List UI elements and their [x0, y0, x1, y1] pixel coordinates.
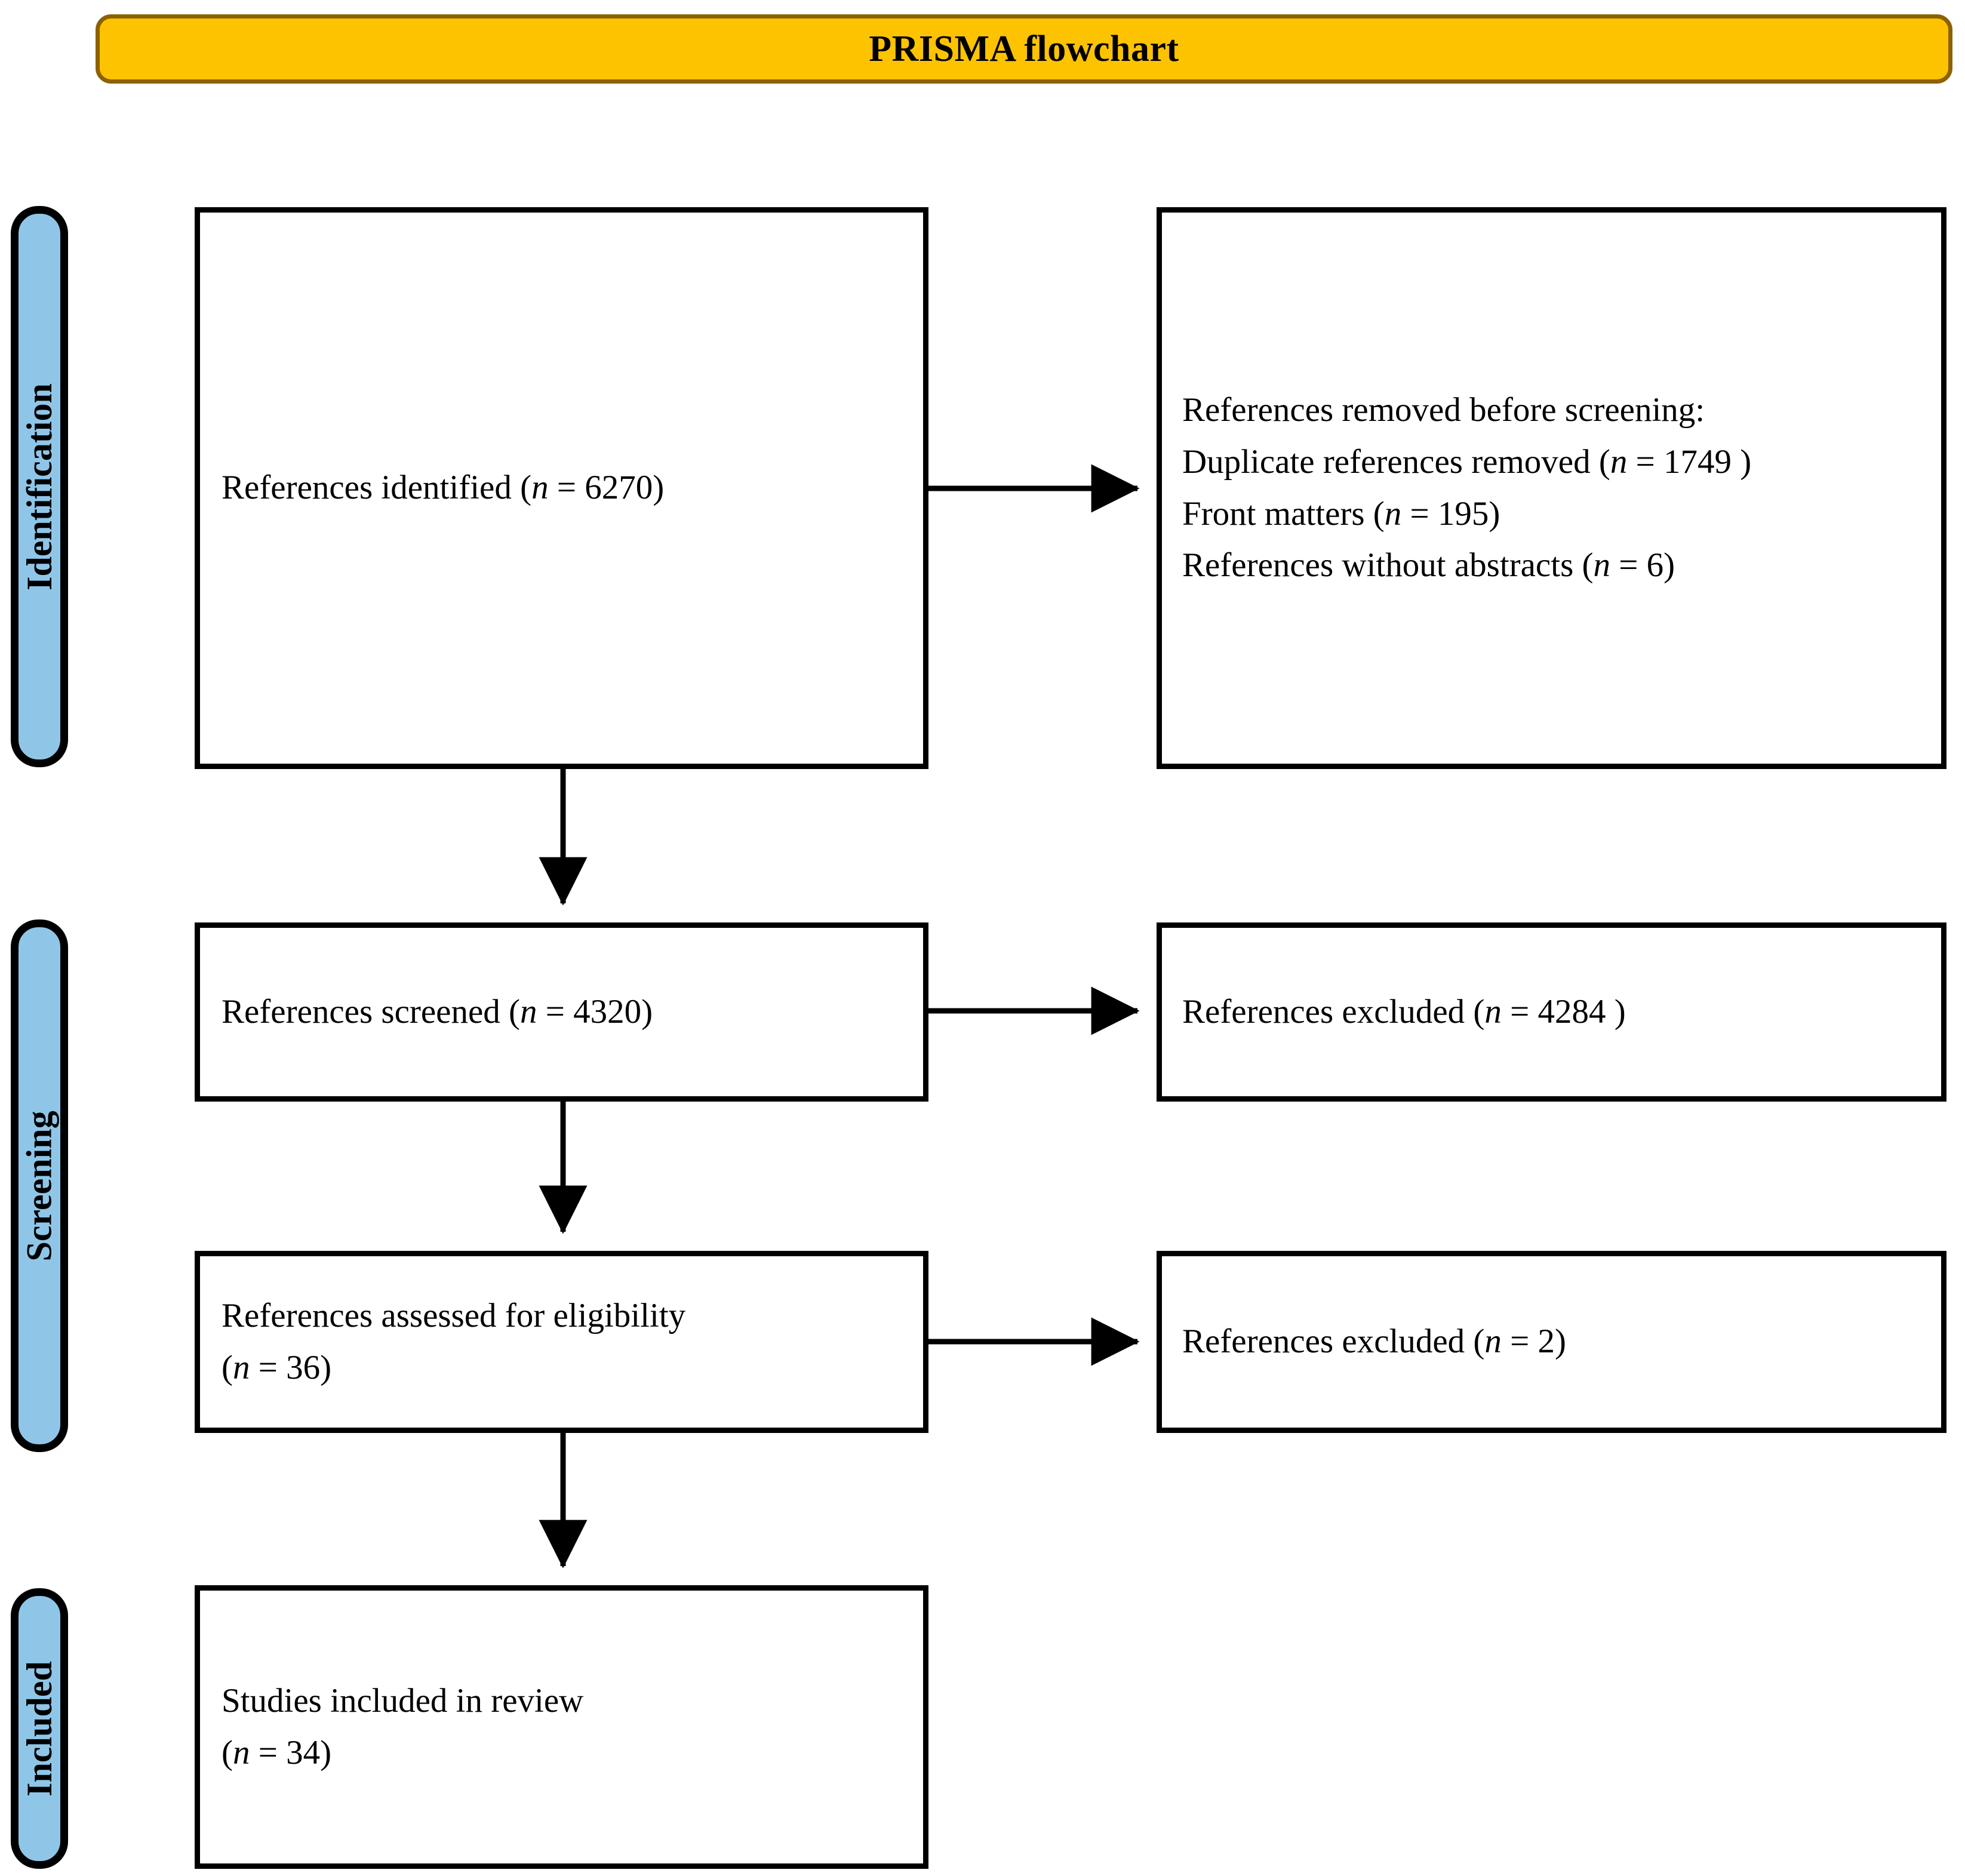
stage-label-included: Included [11, 1588, 68, 1869]
node-references-excluded-eligibility-text: References excluded (n = 2) [1182, 1323, 1567, 1361]
stage-label-screening: Screening [11, 919, 68, 1452]
node-front-matters: Front matters (n = 195) [1182, 494, 1500, 533]
node-duplicate-references-removed: Duplicate references removed (n = 1749 ) [1182, 442, 1752, 481]
node-references-identified-text: References identified (n = 6270) [222, 469, 665, 507]
node-references-excluded-screening-text: References excluded (n = 4284 ) [1182, 992, 1626, 1031]
node-references-removed-heading: References removed before screening: [1182, 391, 1705, 429]
node-references-assessed-for-eligibility-text: References assessed for eligibility [222, 1296, 686, 1334]
node-references-screened: References screened (n = 4320) [195, 922, 928, 1102]
node-references-assessed-for-eligibility-count: (n = 36) [222, 1348, 332, 1386]
stage-label-identification-text: Identification [19, 383, 59, 591]
prisma-flowchart-banner: PRISMA flowchart [96, 14, 1952, 84]
node-references-identified: References identified (n = 6270) [195, 207, 928, 769]
stage-label-included-text: Included [19, 1660, 59, 1797]
node-references-excluded-screening: References excluded (n = 4284 ) [1157, 922, 1946, 1102]
node-studies-included-in-review-count: (n = 34) [222, 1733, 332, 1772]
node-references-removed: References removed before screening: Dup… [1157, 207, 1946, 769]
node-references-screened-text: References screened (n = 4320) [222, 992, 653, 1031]
stage-label-identification: Identification [11, 206, 68, 767]
stage-label-screening-text: Screening [19, 1110, 59, 1262]
node-references-excluded-eligibility: References excluded (n = 2) [1157, 1251, 1946, 1433]
node-references-assessed-for-eligibility: References assessed for eligibility (n =… [195, 1251, 928, 1433]
node-studies-included-in-review-text: Studies included in review [222, 1681, 584, 1720]
page-title: PRISMA flowchart [869, 28, 1179, 69]
node-studies-included-in-review: Studies included in review (n = 34) [195, 1585, 928, 1869]
node-references-without-abstracts: References without abstracts (n = 6) [1182, 546, 1675, 585]
